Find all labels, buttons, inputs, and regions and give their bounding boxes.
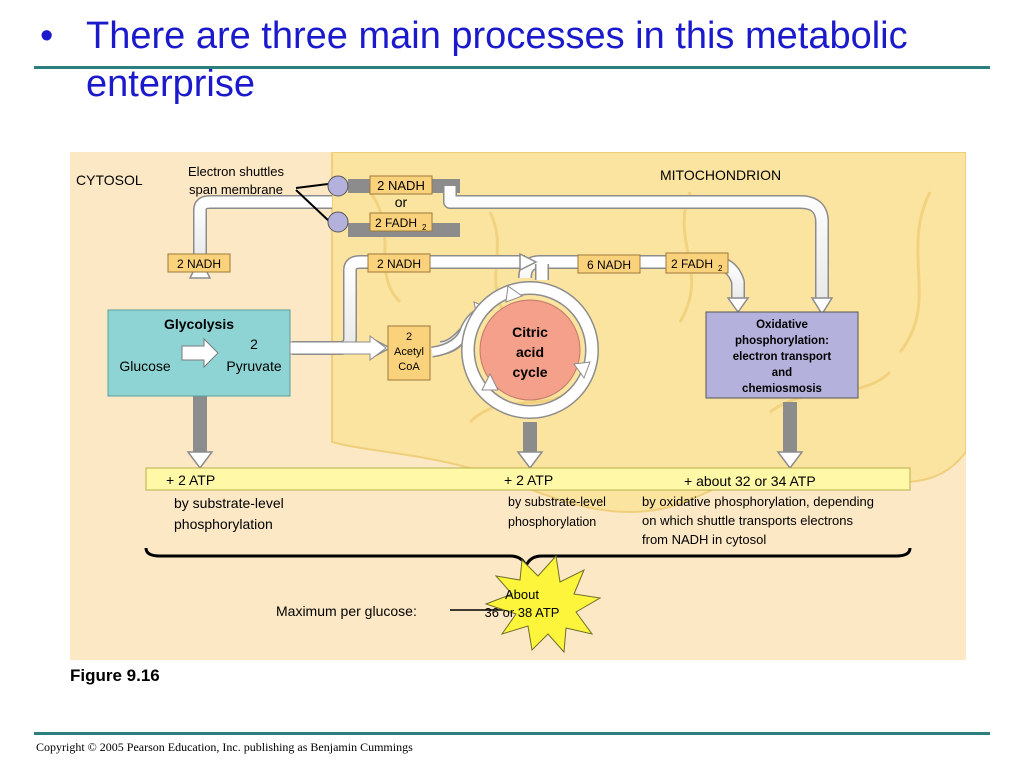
glycolysis-box: Glycolysis Glucose 2 Pyruvate: [107, 309, 291, 397]
acetyl-line3: CoA: [398, 361, 420, 373]
glycolysis-atp-arrowhead: [186, 451, 214, 470]
oxidative-atp-arrowhead: [776, 451, 804, 470]
pyruvate-nadh-label: 2 NADH: [377, 257, 421, 271]
atp-bar: [145, 467, 911, 491]
oxidative-line1: Oxidative: [756, 319, 808, 331]
oxidative-fadh-arrowhead: [726, 297, 750, 314]
mitochondrion-label: MITOCHONDRION: [660, 167, 781, 183]
atp3-note-line3: from NADH in cytosol: [642, 532, 766, 547]
shuttle-fadh-box: [369, 212, 433, 232]
citric-input-arrowhead: [519, 252, 538, 272]
citric-nadh-label: 6 NADH: [587, 258, 631, 272]
atp3-note-line2: on which shuttle transports electrons: [642, 513, 853, 528]
oxidative-line3: electron transport: [733, 351, 832, 363]
citric-line1: Citric: [512, 324, 548, 340]
glycolysis-arrow-icon: [181, 337, 219, 369]
atp2-note-line1: by substrate-level: [508, 495, 606, 509]
citric-line2: acid: [516, 344, 544, 360]
max-per-glucose-label: Maximum per glucose:: [276, 603, 417, 619]
citric-fadh-subscript: 2: [718, 264, 723, 273]
figure-caption: Figure 9.16: [70, 666, 160, 685]
atp2-note-line2: phosphorylation: [508, 515, 596, 529]
citric-fadh-label: 2 FADH: [671, 257, 713, 271]
cytosol-label: CYTOSOL: [76, 172, 143, 188]
shuttle-nadh-box: [369, 175, 433, 195]
shuttle-note-line2: span membrane: [189, 182, 283, 197]
oxidative-line4: and: [772, 367, 792, 379]
shuttle-fadh-label: 2 FADH: [375, 216, 417, 230]
shuttle-fadh-subscript: 2: [422, 223, 427, 232]
atp3-note-line1: by oxidative phosphorylation, depending: [642, 494, 874, 509]
shuttle-pointer-lines: [295, 183, 331, 223]
cycle-arrowhead-left: [481, 372, 499, 391]
oxidative-line5: chemiosmosis: [742, 383, 822, 395]
atp-glycolysis: + 2 ATP: [166, 472, 215, 488]
glycolysis-output: Pyruvate: [226, 358, 281, 374]
glycolysis-nadh-label: 2 NADH: [177, 257, 221, 271]
citric-line3: cycle: [512, 364, 547, 380]
oxidative-line2: phosphorylation:: [735, 335, 829, 347]
shuttle-note-line1: Electron shuttles: [188, 164, 285, 179]
shuttle-or-label: or: [395, 194, 408, 210]
slide-title: There are three main processes in this m…: [86, 15, 908, 105]
max-atp-line2: 36 or 38 ATP: [485, 605, 560, 620]
shuttle-circle-nadh: [327, 175, 349, 197]
citric-acid-cycle: Citric acid cycle: [461, 281, 599, 419]
top-divider: [34, 66, 990, 69]
respiration-diagram: Glycolysis Glucose 2 Pyruvate 2 Acetyl C…: [70, 151, 967, 660]
citric-nadh-box: [577, 254, 641, 274]
glycolysis-input: Glucose: [119, 358, 171, 374]
glycolysis-nadh-box: [167, 253, 231, 273]
pyruvate-to-acetyl-arrow: [289, 335, 387, 361]
glycolysis-title: Glycolysis: [164, 316, 234, 332]
atp-citric: + 2 ATP: [504, 472, 553, 488]
citric-fadh-box: [665, 252, 729, 274]
acetyl-line2: Acetyl: [394, 346, 424, 358]
bottom-divider: [34, 732, 990, 735]
title-bullet: •: [40, 15, 54, 57]
glycolysis-count: 2: [250, 336, 258, 352]
atp1-note-line1: by substrate-level: [174, 495, 284, 511]
max-atp-line1: About: [505, 587, 539, 602]
acetyl-line1: 2: [406, 331, 412, 343]
oxidative-phosphorylation-box: Oxidative phosphorylation: electron tran…: [705, 311, 859, 399]
atp1-note-line2: phosphorylation: [174, 516, 273, 532]
pyruvate-nadh-box: [367, 253, 431, 273]
shuttle-nadh-label: 2 NADH: [377, 178, 425, 193]
cellular-respiration-figure: Glycolysis Glucose 2 Pyruvate 2 Acetyl C…: [70, 151, 967, 660]
cycle-arrowhead-top: [505, 285, 524, 303]
copyright-notice: Copyright © 2005 Pearson Education, Inc.…: [36, 740, 413, 754]
citric-atp-arrowhead: [516, 451, 544, 470]
max-atp-starburst: [484, 554, 602, 654]
shuttle-circle-fadh: [327, 211, 349, 233]
acetyl-coa-box: 2 Acetyl CoA: [387, 325, 431, 381]
atp-oxidative: + about 32 or 34 ATP: [684, 473, 816, 489]
cycle-arrowhead-right: [573, 361, 591, 380]
oxidative-top-arrowhead: [810, 297, 834, 316]
